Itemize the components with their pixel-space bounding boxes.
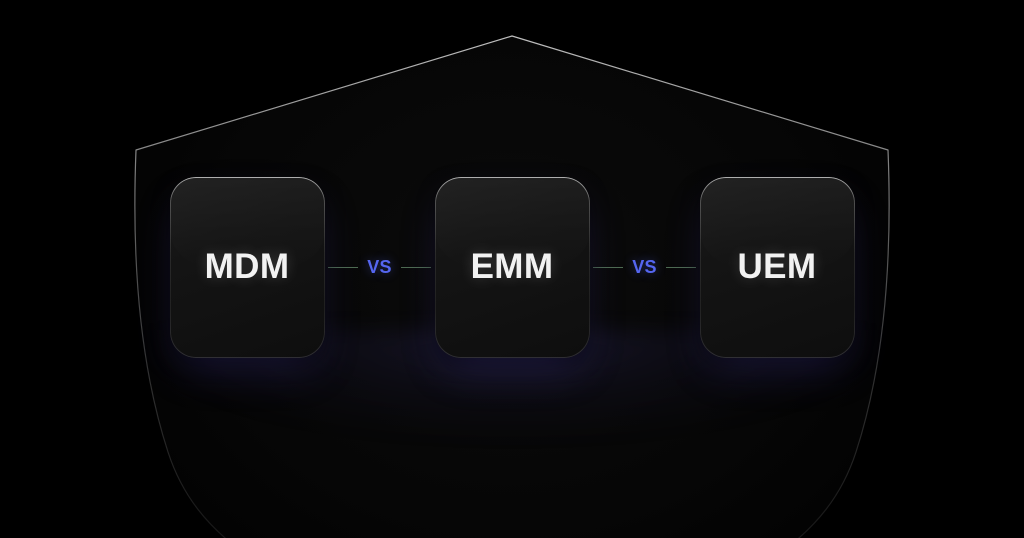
vs-label-emm-uem: VS [632, 257, 657, 277]
connector-line-right [665, 266, 696, 268]
node-card-uem[interactable]: UEM [699, 176, 855, 358]
connector-emm-uem: VS [590, 177, 700, 358]
node-card-emm[interactable]: EMM [434, 176, 590, 358]
connector-line-left [593, 266, 624, 268]
connector-line-left [328, 266, 359, 268]
node-card-mdm[interactable]: MDM [169, 176, 325, 358]
vs-label-mdm-emm: VS [367, 257, 392, 277]
connector-mdm-emm: VS [325, 177, 435, 358]
comparison-row: MDM VS EMM VS UEM [0, 176, 1024, 358]
node-label-emm: EMM [470, 247, 554, 286]
connector-line-right [400, 266, 431, 268]
node-label-mdm: MDM [204, 247, 290, 286]
node-label-uem: UEM [737, 247, 817, 286]
